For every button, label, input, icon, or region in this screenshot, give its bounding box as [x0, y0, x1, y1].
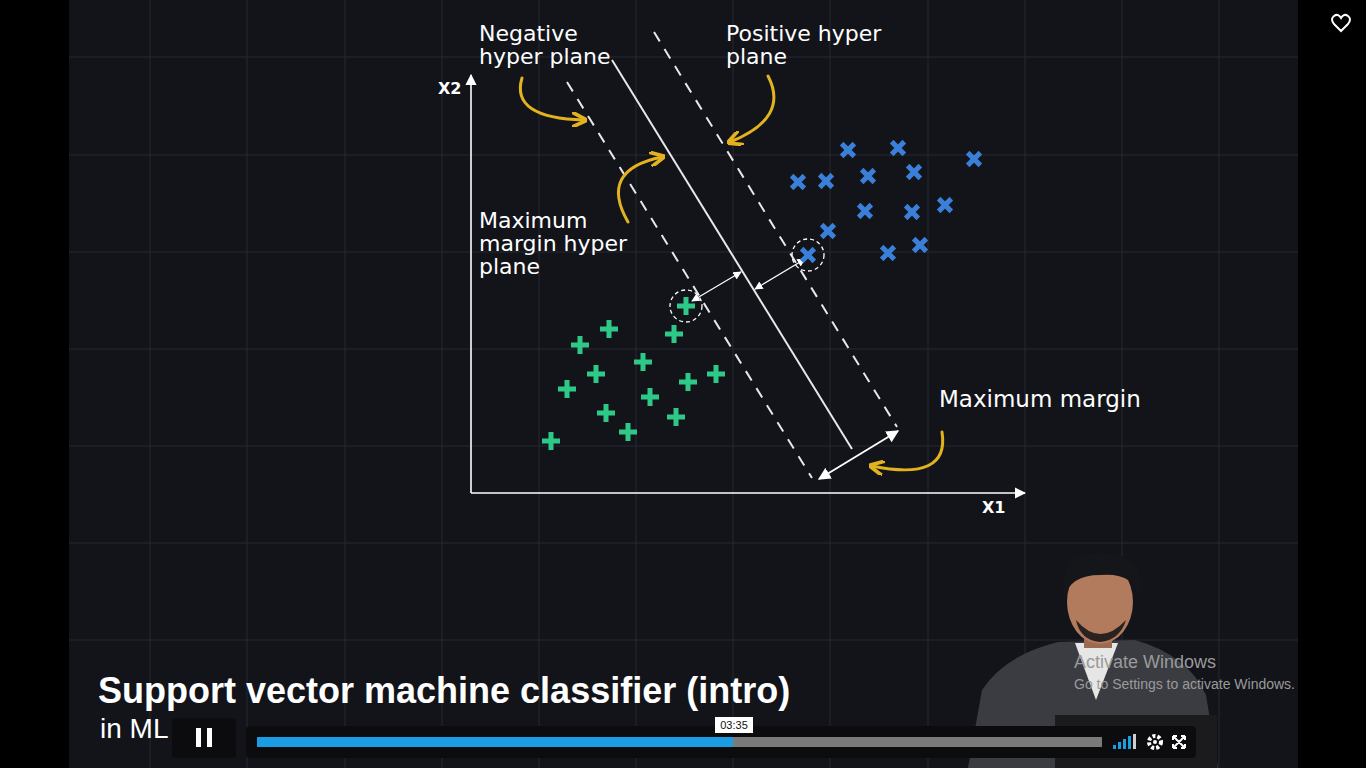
green-plus	[571, 336, 589, 354]
green-plus	[667, 408, 685, 426]
green-plus	[600, 320, 618, 338]
callout-arrow	[618, 157, 662, 222]
progress-fill	[257, 737, 733, 747]
green-plus	[641, 388, 659, 406]
player-controls	[172, 15, 1350, 758]
settings-icon	[1153, 740, 1157, 744]
subtitle: in ML	[100, 713, 170, 745]
green-plus	[597, 404, 615, 422]
green-plus	[634, 353, 652, 371]
max-margin-arrow	[819, 431, 898, 479]
volume-icon	[1113, 734, 1136, 749]
axis-label: X2	[438, 80, 468, 98]
blue-cross	[813, 168, 838, 193]
axis-label: X1	[982, 499, 1012, 517]
positive-hyperplane	[654, 32, 897, 427]
positive-class-points	[785, 135, 986, 267]
blue-cross	[875, 240, 900, 265]
callout-label: Maximum margin hyper plane	[479, 209, 644, 278]
video-title: Support vector machine classifier (intro…	[98, 670, 790, 712]
fullscreen-icon	[1173, 736, 1185, 748]
blue-cross	[815, 218, 840, 243]
blue-cross	[835, 137, 860, 162]
blue-cross	[785, 169, 810, 194]
margin-arrows	[692, 259, 898, 479]
support-vector	[677, 297, 695, 315]
blue-cross	[852, 198, 877, 223]
heart-icon	[1332, 15, 1350, 31]
blue-cross	[899, 199, 924, 224]
green-plus	[587, 365, 605, 383]
green-plus	[665, 325, 683, 343]
support-vector-rings	[670, 239, 824, 322]
callout-label: Positive hyper plane	[726, 22, 891, 68]
callout-arrows	[520, 76, 942, 470]
time-stamp: 03:35	[715, 718, 753, 732]
callout-label: Negative hyper plane	[479, 22, 644, 68]
progress-track	[257, 737, 1102, 747]
margin-arrow	[692, 272, 741, 301]
blue-cross	[907, 232, 932, 257]
green-plus	[558, 380, 576, 398]
green-plus	[542, 432, 560, 450]
green-plus	[619, 423, 637, 441]
axes	[471, 75, 1025, 493]
callout-arrow	[872, 432, 943, 470]
support-vector	[795, 242, 820, 267]
blue-cross	[901, 159, 926, 184]
green-plus	[679, 373, 697, 391]
max-margin-hyperplane	[612, 60, 852, 449]
callout-arrow	[730, 76, 774, 142]
green-plus	[707, 365, 725, 383]
x1-axis	[471, 492, 1025, 494]
watermark: Activate Windows	[1074, 652, 1274, 673]
negative-hyperplane	[567, 82, 812, 478]
video-ground	[69, 0, 1298, 768]
margin-arrow	[755, 259, 805, 289]
negative-class-points	[542, 297, 725, 450]
presenter-beard	[1076, 620, 1126, 642]
callout-label: Maximum margin	[939, 386, 1179, 412]
blue-cross	[961, 146, 986, 171]
blue-cross	[855, 163, 880, 188]
x2-axis	[470, 75, 472, 493]
blue-cross	[932, 192, 957, 217]
support-ring	[670, 290, 702, 322]
watermark: Go to Settings to activate Windows.	[1074, 676, 1344, 693]
settings-icon	[1149, 736, 1161, 748]
support-ring	[792, 239, 824, 271]
blue-cross	[885, 135, 910, 160]
pause-icon	[207, 728, 212, 747]
pause-button	[172, 718, 236, 758]
pause-icon	[196, 728, 201, 747]
grid	[69, 0, 1298, 768]
presenter-hair	[1063, 553, 1140, 598]
time-tooltip	[715, 717, 753, 733]
callout-arrow	[520, 78, 584, 120]
